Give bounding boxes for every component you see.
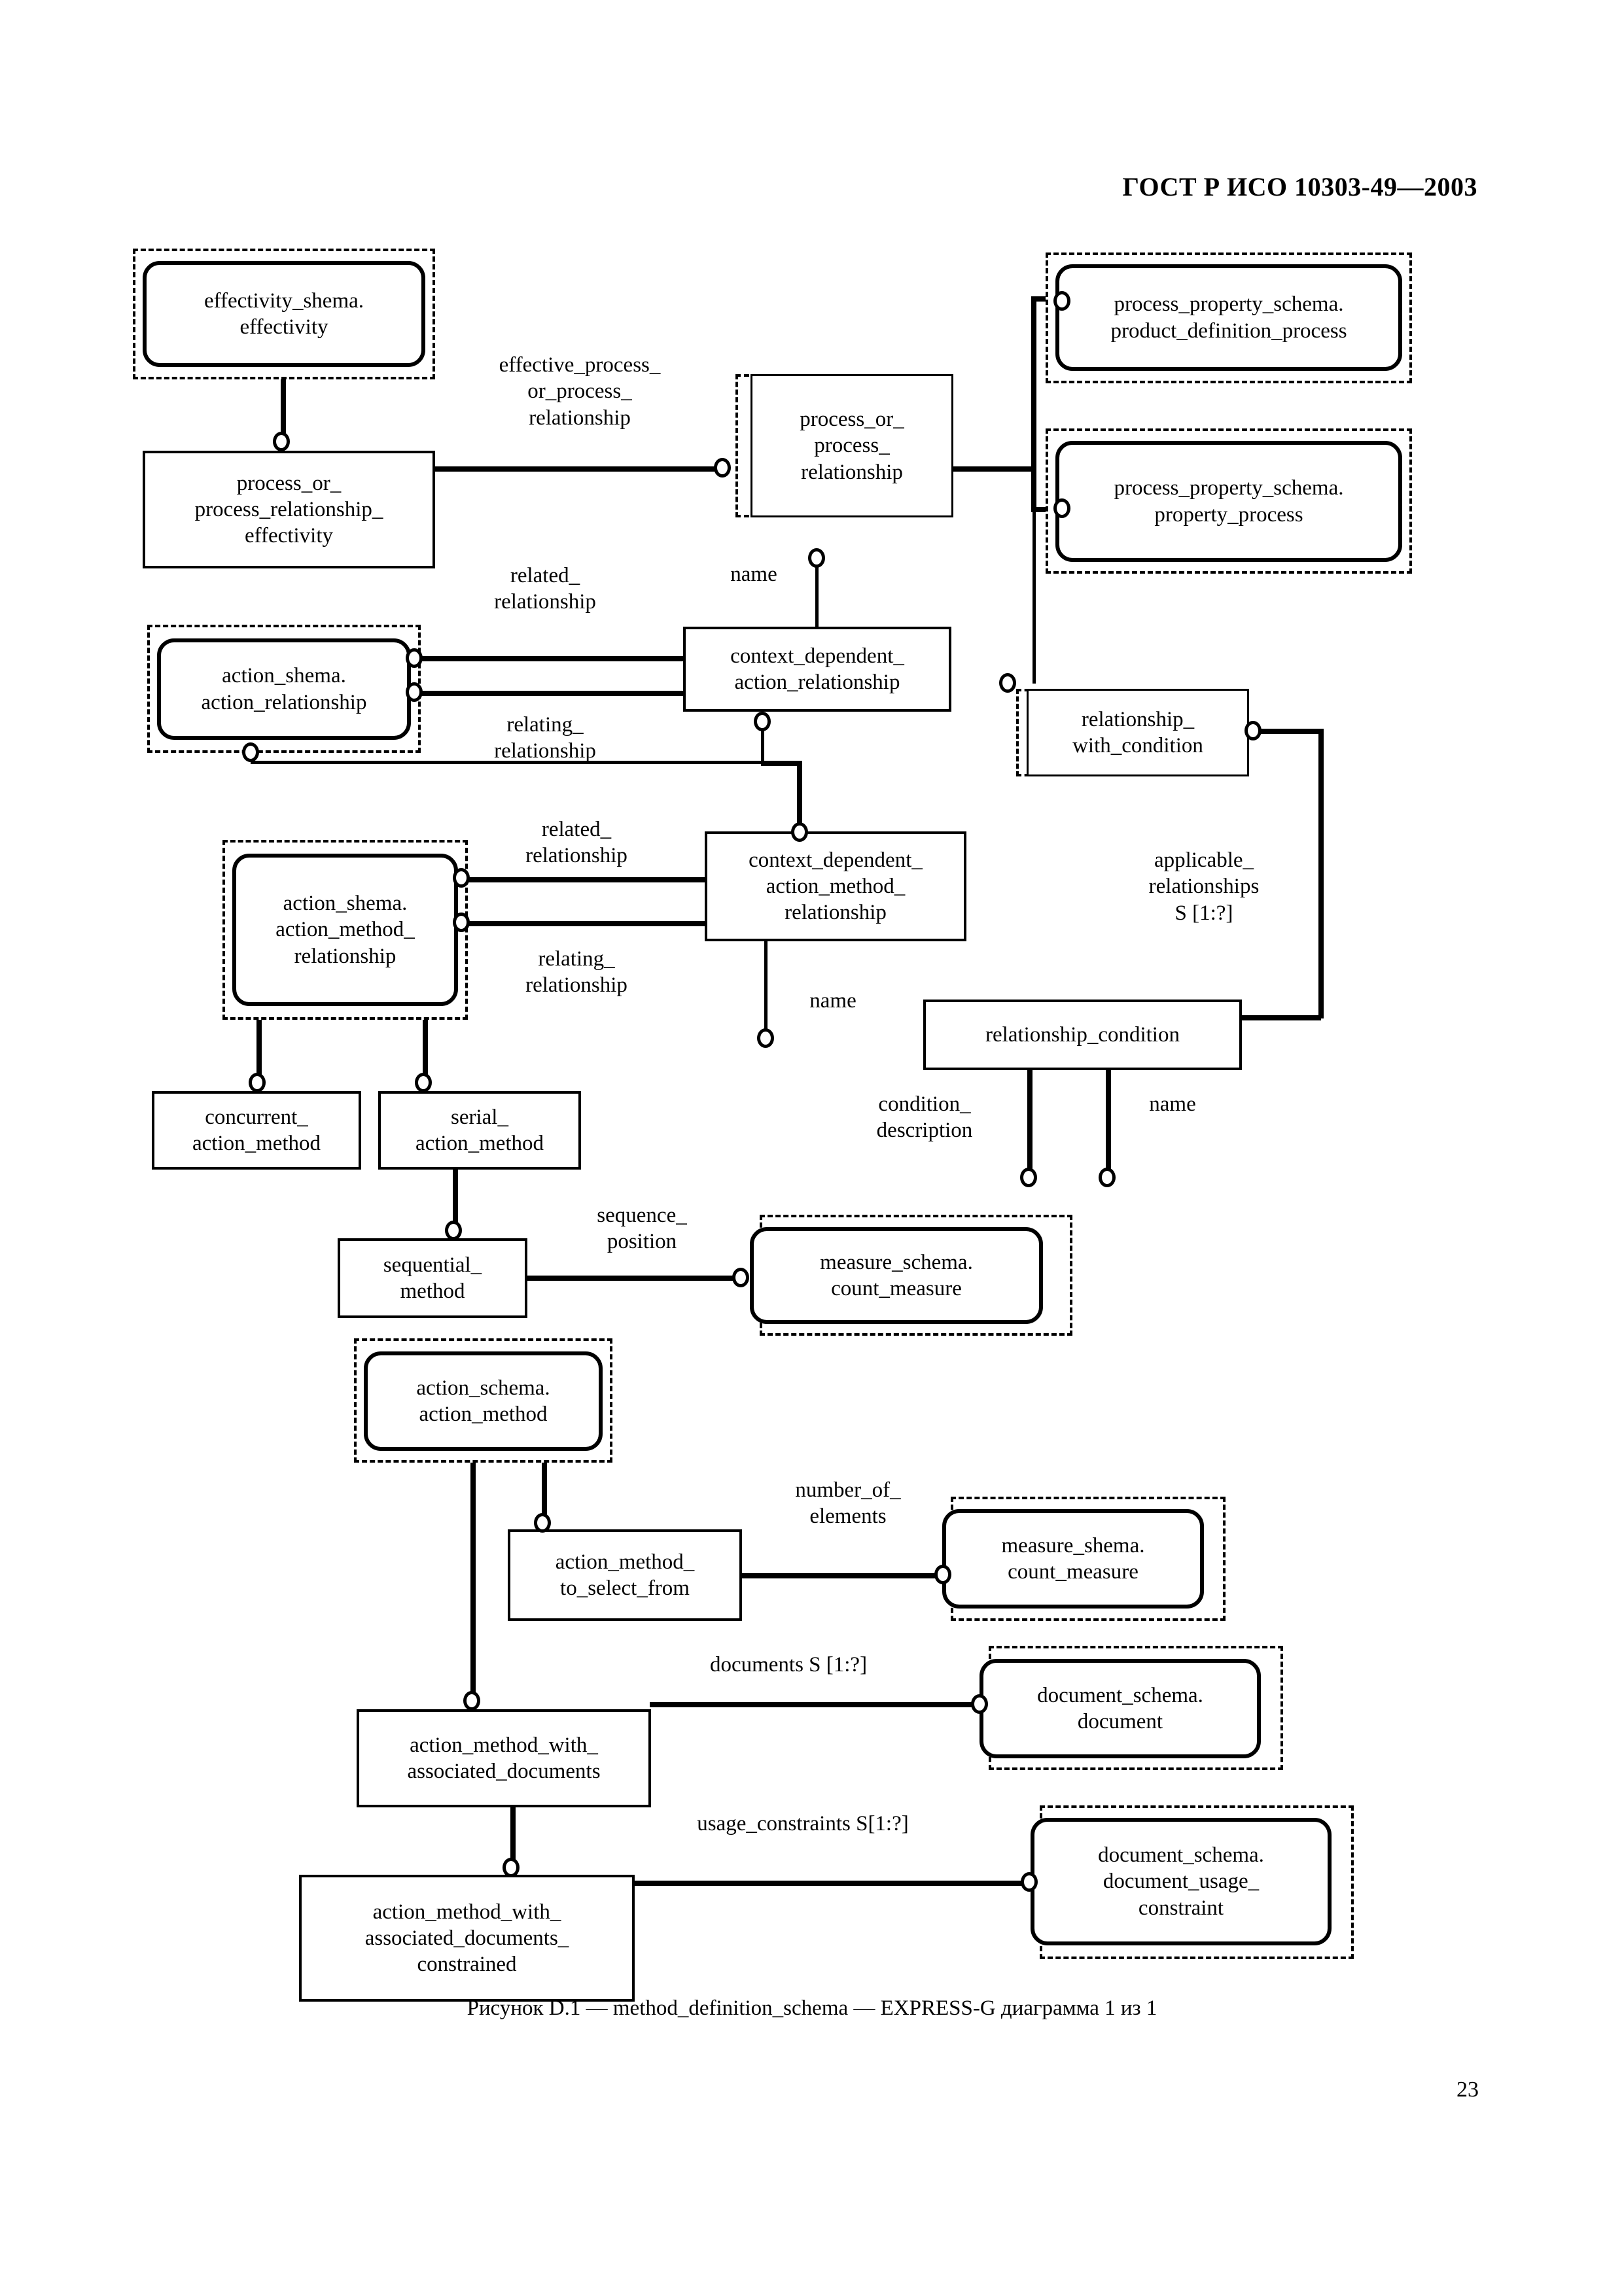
- entity-document-schema-document-usage-constraint[interactable]: document_schema.document_usage_constrain…: [1031, 1818, 1332, 1945]
- label-condition-description: condition_description: [876, 1092, 973, 1143]
- connector-effectivity-to-select: [434, 466, 722, 472]
- label-documents-set: documents S [1:?]: [709, 1653, 868, 1677]
- label-related-relationship-1: related_relationship: [494, 564, 596, 614]
- connector-circle-rwc-left: [999, 673, 1016, 693]
- entity-effectivity-shema-effectivity[interactable]: effectivity_shema.effectivity: [143, 261, 425, 367]
- connector-circle-constrained-top: [503, 1858, 520, 1877]
- page-number: 23: [1456, 2078, 1479, 2102]
- connector-circle-serial-action-method: [415, 1073, 432, 1092]
- connector-circle-relating-relationship-2: [453, 913, 470, 932]
- connector-circle-name-3: [1099, 1168, 1116, 1187]
- label-number-of-elements: number_of_elements: [795, 1478, 901, 1529]
- label-effective-process-or-process-relationship: effective_process_or_process_relationshi…: [499, 353, 661, 430]
- connector-circle-effectivity: [273, 432, 290, 451]
- entity-action-shema-action-relationship[interactable]: action_shema.action_relationship: [157, 638, 411, 740]
- connector-amr-to-concurrent: [256, 1020, 262, 1083]
- entity-relationship-with-condition[interactable]: relationship_with_condition: [1027, 689, 1249, 776]
- connector-relating-relationship-1: [419, 691, 684, 696]
- connector-circle-cdar-down: [754, 712, 771, 731]
- connector-applicable-relationships-h1: [1259, 729, 1321, 734]
- connector-amr-to-serial: [423, 1020, 428, 1083]
- connector-circle-property-process: [1053, 498, 1070, 518]
- connector-circle-amwad-top: [463, 1691, 480, 1711]
- document-standard-header: ГОСТ Р ИСО 10303-49—2003: [1122, 172, 1477, 201]
- connector-name-3: [1106, 1070, 1111, 1172]
- entity-process-or-process-relationship-effectivity[interactable]: process_or_process_relationship_effectiv…: [143, 451, 435, 568]
- connector-name-2: [764, 941, 768, 1033]
- entity-process-property-schema-property-process[interactable]: process_property_schema.property_process: [1055, 441, 1402, 562]
- entity-context-dependent-action-method-relationship[interactable]: context_dependent_action_method_relation…: [705, 831, 966, 941]
- entity-process-or-process-relationship[interactable]: process_or_process_relationship: [750, 374, 953, 517]
- connector-circle-name-2: [757, 1028, 774, 1048]
- connector-circle-rwc-right: [1244, 721, 1262, 740]
- connector-circle-sequential-method: [445, 1221, 462, 1240]
- connector-select-to-trunk: [952, 466, 1034, 472]
- entity-measure-schema-count-measure[interactable]: measure_schema.count_measure: [750, 1227, 1043, 1324]
- entity-measure-shema-count-measure[interactable]: measure_shema.count_measure: [942, 1509, 1204, 1609]
- entity-process-property-schema-product-definition-process[interactable]: process_property_schema.product_definiti…: [1055, 264, 1402, 371]
- figure-caption: Рисунок D.1 — method_definition_schema —…: [467, 1996, 1157, 2020]
- connector-circle-product-definition-process: [1053, 291, 1070, 311]
- connector-circle-condition-description: [1020, 1168, 1037, 1187]
- connector-circle-cdamr-top: [791, 822, 808, 842]
- entity-action-method-with-associated-documents[interactable]: action_method_with_associated_documents: [357, 1709, 651, 1807]
- connector-applicable-relationships-v: [1318, 729, 1324, 1018]
- connector-am-to-amwad: [470, 1463, 476, 1701]
- entity-serial-action-method[interactable]: serial_action_method: [378, 1091, 581, 1170]
- label-relating-relationship-1: relating_relationship: [494, 713, 596, 763]
- connector-related-relationship-2: [466, 877, 705, 882]
- label-name-2: name: [809, 989, 856, 1013]
- connector-circle-related-relationship-2: [453, 868, 470, 888]
- connector-am-to-select-from: [542, 1463, 547, 1523]
- connector-circle-sequence-position: [732, 1268, 749, 1287]
- connector-circle-number-of-elements: [934, 1565, 951, 1584]
- connector-circle-action-shema-bottom: [242, 742, 259, 762]
- connector-name-1: [815, 559, 819, 628]
- entity-action-shema-action-method-relationship[interactable]: action_shema.action_method_relationship: [232, 854, 458, 1006]
- label-usage-constraints-set: usage_constraints S[1:?]: [697, 1812, 909, 1835]
- connector-documents-set: [650, 1702, 978, 1707]
- connector-circle-action-method-to-select-from: [534, 1513, 551, 1533]
- connector-amwad-to-constrained: [510, 1807, 516, 1868]
- connector-circle-name-1: [808, 548, 825, 568]
- connector-condition-description: [1027, 1070, 1033, 1172]
- entity-sequential-method[interactable]: sequential_method: [338, 1238, 527, 1318]
- connector-circle-documents-set: [971, 1694, 988, 1714]
- connector-usage-constraints-set: [633, 1881, 1027, 1886]
- connector-circle-concurrent-action-method: [249, 1073, 266, 1092]
- label-name-1: name: [730, 563, 777, 586]
- entity-relationship-condition[interactable]: relationship_condition: [923, 1000, 1242, 1070]
- connector-cdar-crossbar: [761, 761, 800, 766]
- connector-circle-select-left: [714, 458, 731, 478]
- connector-trunk-down-to-condition: [1033, 507, 1036, 684]
- connector-relating-relationship-2: [466, 921, 705, 926]
- connector-circle-usage-constraints-set: [1021, 1872, 1038, 1892]
- connector-cdar-down-2: [797, 761, 802, 831]
- entity-context-dependent-action-relationship[interactable]: context_dependent_action_relationship: [683, 627, 951, 712]
- label-name-3: name: [1149, 1092, 1196, 1116]
- connector-related-relationship-1: [419, 656, 684, 661]
- connector-subtype-bus-horizontal: [251, 761, 765, 764]
- connector-applicable-relationships-h2: [1241, 1015, 1321, 1020]
- connector-circle-related-relationship-1: [406, 648, 423, 668]
- connector-number-of-elements: [741, 1573, 940, 1578]
- entity-document-schema-document[interactable]: document_schema.document: [980, 1659, 1261, 1758]
- label-relating-relationship-2: relating_relationship: [525, 947, 627, 998]
- connector-circle-relating-relationship-1: [406, 682, 423, 702]
- connector-trunk-vertical: [1031, 296, 1036, 468]
- entity-concurrent-action-method[interactable]: concurrent_action_method: [152, 1091, 361, 1170]
- connector-sequence-position: [527, 1276, 738, 1281]
- connector-trunk-vertical-lower: [1031, 466, 1036, 510]
- connector-effectivity-down: [281, 379, 286, 442]
- entity-action-schema-action-method[interactable]: action_schema.action_method: [364, 1351, 603, 1451]
- entity-action-method-with-associated-documents-constrained[interactable]: action_method_with_associated_documents_…: [299, 1875, 635, 2002]
- connector-serial-to-sequential: [453, 1170, 458, 1232]
- entity-action-method-to-select-from[interactable]: action_method_to_select_from: [508, 1529, 742, 1621]
- label-related-relationship-2: related_relationship: [525, 818, 627, 868]
- connector-cdar-down-1: [761, 718, 764, 761]
- label-sequence-position: sequence_position: [597, 1204, 687, 1254]
